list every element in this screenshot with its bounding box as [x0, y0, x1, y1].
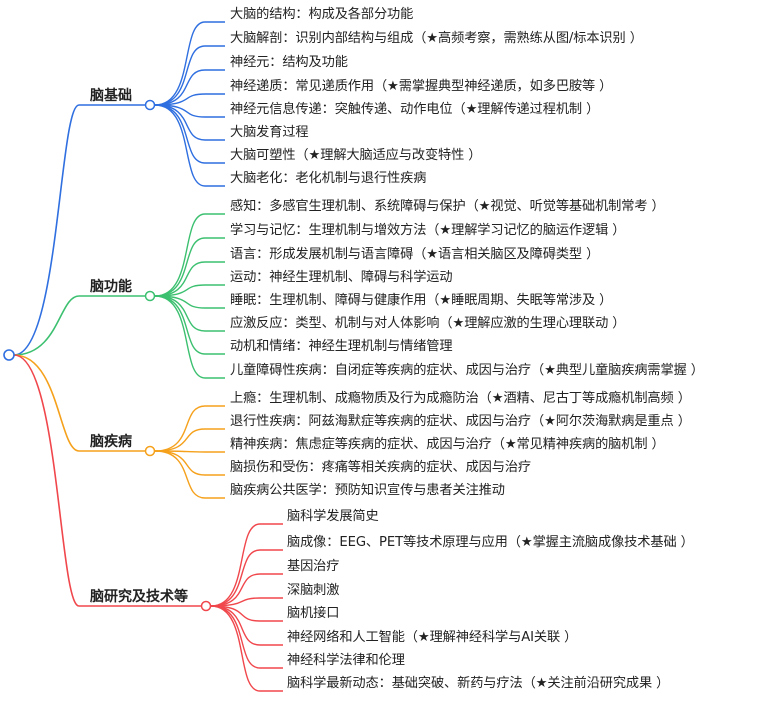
- branch-to-leaf-link: [154, 93, 225, 106]
- branch-to-leaf-link: [210, 523, 283, 607]
- branch-label: 脑基础: [90, 88, 132, 104]
- leaf-topic: 大脑解剖：识别内部结构与组成（★高频考察，需熟练从图/标本识别 ）: [230, 31, 643, 46]
- leaf-topic: 神经科学法律和伦理: [287, 653, 405, 668]
- branch-label: 脑研究及技术等: [90, 589, 188, 605]
- branch-to-leaf-link: [154, 21, 225, 106]
- branch-node-icon[interactable]: [200, 600, 212, 612]
- branch-to-leaf-link: [154, 450, 225, 499]
- branch-to-leaf-link: [154, 261, 225, 297]
- branch-to-leaf-link: [210, 597, 283, 607]
- branch-to-leaf-link: [210, 605, 283, 622]
- branch-to-leaf-link: [154, 450, 225, 453]
- root-to-branch-link: [13, 104, 145, 356]
- branch-node-icon[interactable]: [144, 99, 156, 111]
- root-node-icon[interactable]: [3, 349, 15, 361]
- leaf-topic: 运动：神经生理机制、障碍与科学运动: [230, 270, 453, 285]
- branch-to-leaf-link: [154, 295, 225, 332]
- branch-to-leaf-link: [154, 104, 225, 187]
- leaf-topic: 脑损伤和受伤：疼痛等相关疾病的症状、成因与治疗: [230, 460, 532, 475]
- leaf-topic: 神经网络和人工智能（★理解神经科学与AI关联 ）: [287, 630, 578, 645]
- leaf-topic: 睡眠：生理机制、障碍与健康作用（★睡眠周期、失眠等常涉及 ）: [230, 293, 613, 308]
- leaf-topic: 脑科学发展简史: [287, 509, 379, 524]
- branch-to-leaf-link: [154, 284, 225, 297]
- root-to-branch-link: [13, 354, 201, 607]
- leaf-topic: 脑科学最新动态：基础突破、新药与疗法（★关注前沿研究成果 ）: [287, 676, 670, 691]
- branch-to-leaf-link: [154, 405, 225, 452]
- branch-to-leaf-link: [154, 213, 225, 297]
- root-to-branch-link: [13, 295, 145, 356]
- leaf-topic: 深脑刺激: [287, 583, 340, 598]
- leaf-topic: 大脑发育过程: [230, 125, 309, 140]
- branch-to-leaf-link: [154, 104, 225, 118]
- branch-to-leaf-link: [154, 69, 225, 106]
- branch-to-leaf-link: [154, 295, 225, 379]
- leaf-topic: 神经元信息传递：突触传递、动作电位（★理解传递过程机制 ）: [230, 102, 600, 117]
- leaf-topic: 大脑老化：老化机制与退行性疾病: [230, 171, 427, 186]
- leaf-topic: 学习与记忆：生理机制与增效方法（★理解学习记忆的脑运作逻辑 ）: [230, 223, 626, 238]
- branch-to-leaf-link: [210, 549, 283, 607]
- branch-to-leaf-link: [210, 605, 283, 646]
- leaf-topic: 应激反应：类型、机制与对人体影响（★理解应激的生理心理联动 ）: [230, 316, 626, 331]
- leaf-topic: 大脑的结构：构成及各部分功能: [230, 7, 414, 22]
- leaf-topic: 动机和情绪：神经生理机制与情绪管理: [230, 339, 453, 354]
- branch-to-leaf-link: [154, 450, 225, 476]
- leaf-topic: 脑机接口: [287, 606, 340, 621]
- leaf-topic: 大脑可塑性（★理解大脑适应与改变特性 ）: [230, 148, 482, 163]
- branch-to-leaf-link: [210, 573, 283, 607]
- leaf-topic: 上瘾：生理机制、成瘾物质及行为成瘾防治（★酒精、尼古丁等成瘾机制高频 ）: [230, 391, 691, 406]
- leaf-topic: 感知：多感官生理机制、系统障碍与保护（★视觉、听觉等基础机制常考 ）: [230, 199, 665, 214]
- branch-to-leaf-link: [154, 295, 225, 309]
- branch-to-leaf-link: [154, 237, 225, 297]
- root-to-branch-link: [13, 354, 145, 452]
- branch-to-leaf-link: [210, 605, 283, 669]
- leaf-topic: 精神疾病：焦虑症等疾病的症状、成因与治疗（★常见精神疾病的脑机制 ）: [230, 437, 665, 452]
- leaf-topic: 脑疾病公共医学：预防知识宣传与患者关注推动: [230, 483, 505, 498]
- leaf-topic: 语言：形成发展机制与语言障碍（★语言相关脑区及障碍类型 ）: [230, 247, 600, 262]
- leaf-topic: 神经递质：常见递质作用（★需掌握典型神经递质，如多巴胺等 ）: [230, 79, 613, 94]
- branch-node-icon[interactable]: [144, 290, 156, 302]
- branch-to-leaf-link: [210, 605, 283, 692]
- leaf-topic: 儿童障碍性疾病：自闭症等疾病的症状、成因与治疗（★典型儿童脑疾病需掌握 ）: [230, 363, 704, 378]
- branch-label: 脑功能: [90, 279, 132, 295]
- branch-node-icon[interactable]: [144, 445, 156, 457]
- branch-to-leaf-link: [154, 104, 225, 141]
- leaf-topic: 退行性疾病：阿兹海默症等疾病的症状、成因与治疗（★阿尔茨海默病是重点 ）: [230, 414, 691, 429]
- leaf-topic: 神经元：结构及功能: [230, 55, 348, 70]
- leaf-topic: 基因治疗: [287, 559, 340, 574]
- branch-label: 脑疾病: [90, 434, 132, 450]
- leaf-topic: 脑成像：EEG、PET等技术原理与应用（★掌握主流脑成像技术基础 ）: [287, 535, 694, 550]
- branch-to-leaf-link: [154, 428, 225, 452]
- branch-to-leaf-link: [154, 45, 225, 106]
